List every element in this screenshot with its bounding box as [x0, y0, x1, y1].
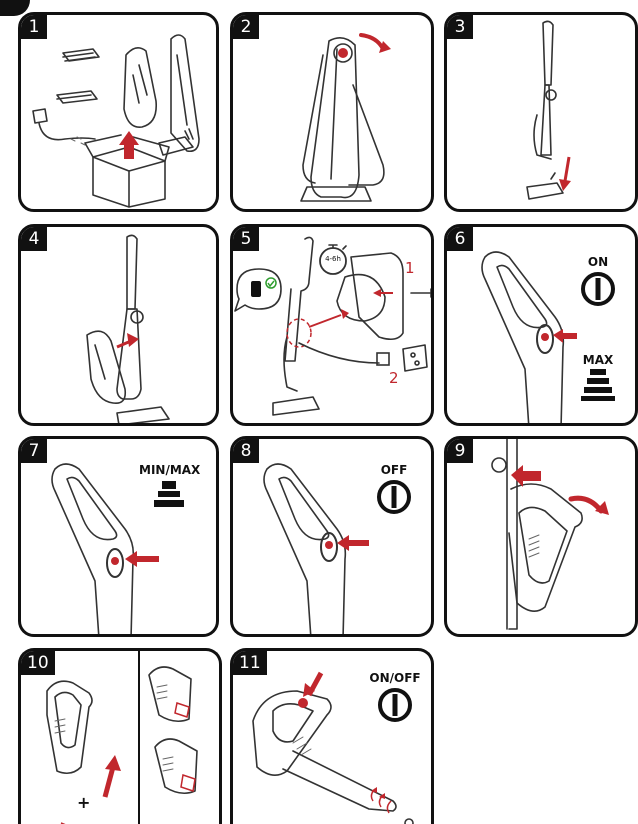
- step-panel-4: 4: [18, 224, 219, 426]
- callout-number-2: 2: [389, 369, 399, 387]
- mode-label-off: OFF: [379, 463, 409, 477]
- callout-number-1: 1: [405, 259, 415, 277]
- step-panel-10: 10 +: [18, 648, 222, 824]
- step-panel-2: 2: [230, 12, 434, 212]
- mode-label-min-max: MIN/MAX: [139, 463, 199, 477]
- mode-label-on: ON: [583, 255, 613, 269]
- plus-sign: +: [77, 793, 90, 812]
- step-panel-7: 7 MIN/MAX: [18, 436, 219, 637]
- mode-label-on-off: ON/OFF: [367, 671, 423, 685]
- handle-lock-illustration: [233, 15, 434, 212]
- mode-label-max: MAX: [581, 353, 615, 367]
- unboxing-illustration: [21, 15, 219, 212]
- step-panel-11: 11 ON/OFF: [230, 648, 434, 824]
- step-panel-9: 9: [444, 436, 638, 637]
- step-panel-8: 8 OFF: [230, 436, 434, 637]
- battery-icon: [251, 281, 261, 297]
- timer-label: 4-6h: [321, 255, 345, 263]
- power-level-icon: [581, 369, 615, 401]
- step-panel-6: 6 ON MAX: [444, 224, 638, 426]
- release-button-illustration: [447, 439, 638, 637]
- floor-head-illustration: [447, 15, 638, 212]
- step-panel-3: 3: [444, 12, 638, 212]
- step-panel-1: 1: [18, 12, 219, 212]
- power-icon: [376, 479, 412, 515]
- power-icon: [377, 687, 413, 723]
- step-panel-5: 5 1 2 4-6h: [230, 224, 434, 426]
- handheld-attach-illustration: [21, 227, 219, 426]
- handheld-accessory-illustration: [21, 651, 222, 824]
- power-level-icon: [154, 481, 184, 507]
- power-icon: [580, 271, 616, 307]
